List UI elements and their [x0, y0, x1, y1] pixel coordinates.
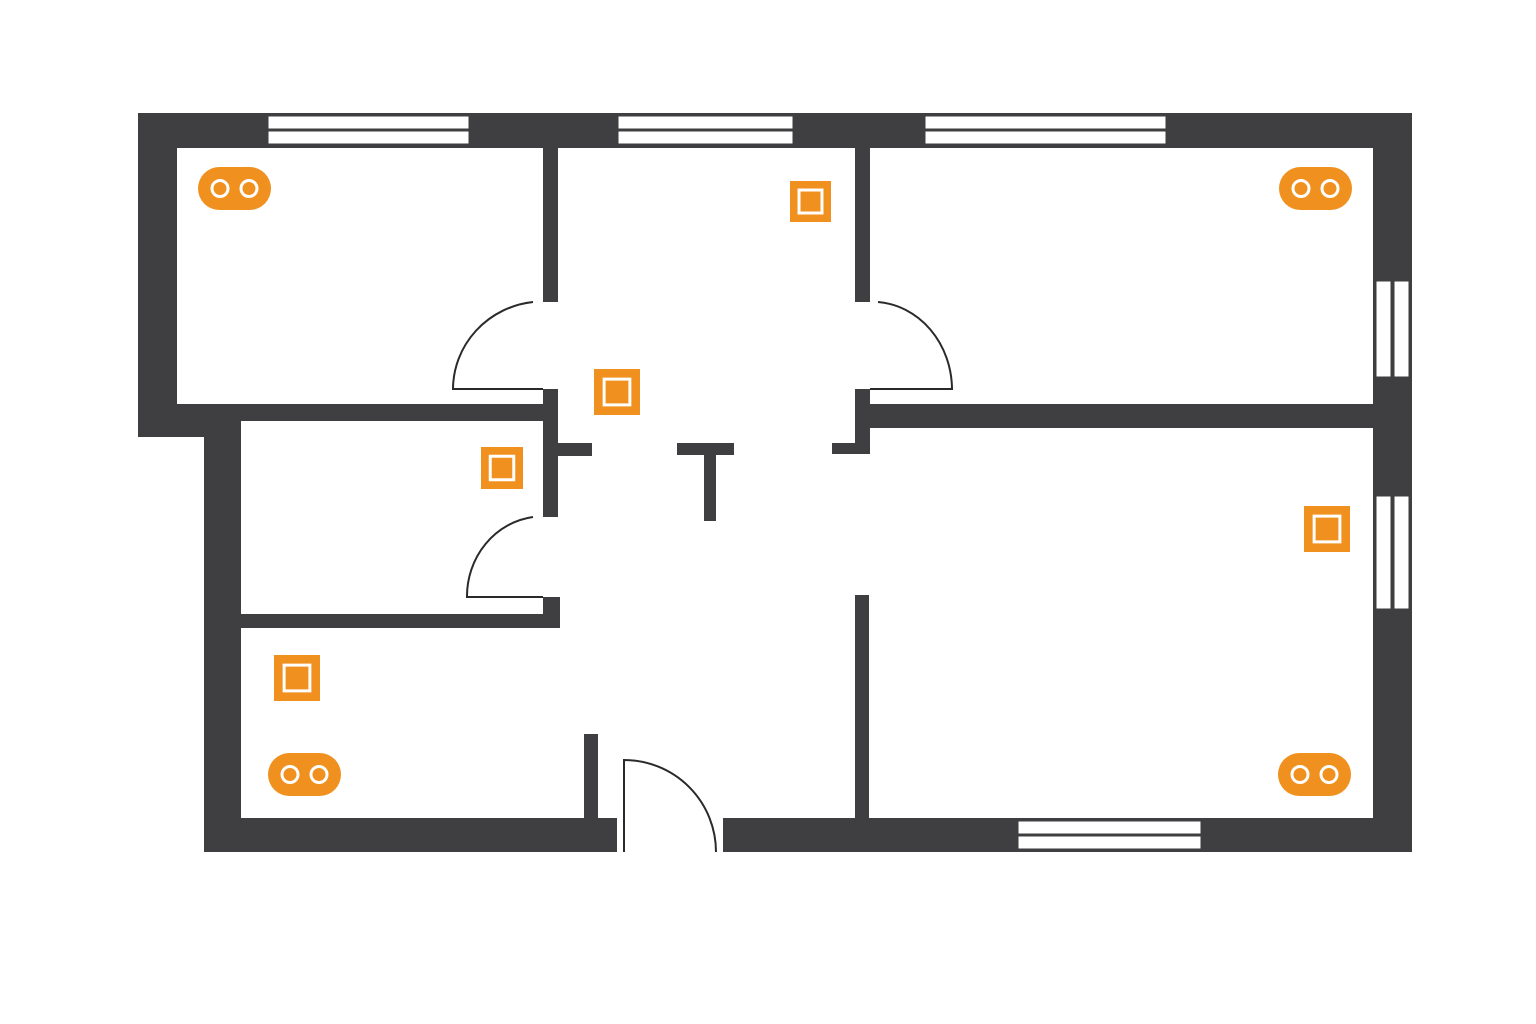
wall-interior: [543, 148, 558, 302]
fixtures: [198, 167, 1352, 796]
double-outlet-icon: [1278, 753, 1351, 796]
outlet-socket: [239, 179, 259, 198]
wall-right: [1373, 113, 1412, 852]
window-pane: [1017, 820, 1202, 835]
outlet-socket: [1291, 179, 1311, 198]
wall-interior: [543, 597, 560, 628]
square-fixture-icon: [1304, 506, 1350, 552]
outlet-socket: [1320, 179, 1340, 198]
window-pane: [1375, 495, 1392, 610]
outlet-socket: [1319, 765, 1339, 784]
windows: [267, 115, 1410, 850]
fixture-inner: [282, 663, 312, 693]
window-pane: [617, 130, 794, 145]
outlet-body: [1278, 753, 1351, 796]
outlet-socket: [1290, 765, 1310, 784]
outlet-body: [268, 753, 341, 796]
window-pane: [1393, 495, 1410, 610]
wall-t-bar: [677, 443, 734, 455]
wall-interior: [855, 595, 869, 818]
window-icon: [267, 115, 470, 145]
window-pane: [924, 130, 1167, 145]
window-icon: [924, 115, 1167, 145]
double-outlet-icon: [268, 753, 341, 796]
wall-interior: [855, 148, 870, 302]
window-pane: [924, 115, 1167, 130]
outlet-socket: [280, 765, 300, 784]
wall-interior: [870, 404, 1373, 428]
wall-interior: [855, 389, 870, 454]
window-pane: [1393, 280, 1410, 378]
window-pane: [267, 115, 470, 130]
doors: [451, 301, 954, 853]
window-pane: [1017, 835, 1202, 850]
wall-interior: [832, 443, 870, 454]
square-fixture-icon: [481, 447, 523, 489]
double-outlet-icon: [1279, 167, 1352, 210]
square-fixture-icon: [274, 655, 320, 701]
window-icon: [1017, 820, 1202, 850]
outlet-body: [1279, 167, 1352, 210]
door-swing-icon: [451, 301, 543, 390]
square-fixture-icon: [790, 181, 831, 222]
wall-left-upper: [138, 113, 177, 437]
outlet-socket: [210, 179, 230, 198]
wall-bottom-left: [204, 818, 617, 852]
window-pane: [617, 115, 794, 130]
fixture-inner: [488, 454, 516, 482]
wall-interior: [241, 614, 560, 628]
window-icon: [1375, 495, 1410, 610]
fixture-inner: [797, 188, 824, 215]
wall-interior: [543, 443, 592, 456]
walls: [138, 113, 1412, 852]
window-pane: [267, 130, 470, 145]
door-swing-icon: [623, 758, 717, 853]
fixture-inner: [602, 377, 632, 407]
outlet-socket: [309, 765, 329, 784]
wall-interior: [177, 404, 543, 421]
window-icon: [617, 115, 794, 145]
door-swing-icon: [465, 516, 543, 598]
wall-interior: [584, 734, 598, 818]
wall-left-lower: [204, 420, 241, 852]
square-fixture-icon: [594, 369, 640, 415]
fixture-inner: [1312, 514, 1342, 544]
outlet-body: [198, 167, 271, 210]
double-outlet-icon: [198, 167, 271, 210]
window-icon: [1375, 280, 1410, 378]
window-pane: [1375, 280, 1392, 378]
wall-t-stem: [704, 455, 716, 521]
door-swing-icon: [870, 301, 954, 390]
